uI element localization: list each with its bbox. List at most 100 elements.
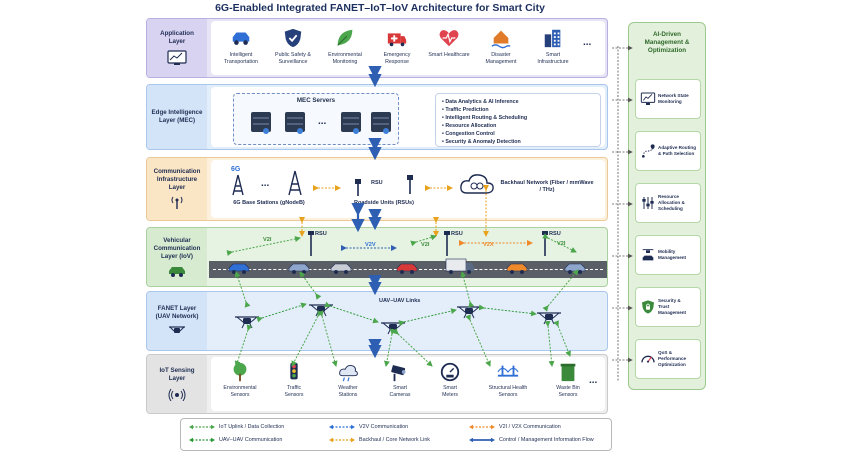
edge-layer-label: Edge Intelligence Layer (MEC) <box>147 85 207 149</box>
iot-uplink <box>465 314 491 367</box>
application-layer-label: Application Layer <box>147 19 207 77</box>
uav-vehicle-link <box>542 269 579 312</box>
mec-servers-title: MEC Servers <box>296 97 336 104</box>
rsu-label: RSU <box>315 231 327 237</box>
iot-item-label: Smart Meters <box>442 385 458 398</box>
uav-uav-link <box>398 308 457 327</box>
legend-swatch <box>469 424 495 430</box>
app-item: Public Safety & Surveillance <box>265 27 321 65</box>
car-icon <box>232 32 250 45</box>
management-card: Security & Trust Management <box>635 287 701 327</box>
management-card-label: Resource Allocation & Scheduling <box>658 194 685 211</box>
legend-label: V2I / V2X Communication <box>499 424 561 430</box>
iot-item-label: Structural Health Sensors <box>488 385 528 398</box>
vehicle-icon <box>396 263 418 274</box>
vehicle-icon <box>506 263 528 274</box>
backhaul-label: Backhaul Network (Fiber / mmWave / THz) <box>500 180 594 193</box>
uav-vehicle-link <box>460 271 475 308</box>
rsu-label: RSU <box>371 180 383 186</box>
app-item-label: Disaster Management <box>485 52 517 65</box>
edge-layer: Edge Intelligence Layer (MEC) MEC Server… <box>146 84 608 150</box>
lock-shield-icon <box>642 300 654 314</box>
uav-vehicle-link <box>299 271 322 300</box>
iot-ellipsis: ... <box>589 375 598 386</box>
app-item: Emergency Response <box>369 27 425 65</box>
vehicle-icon <box>288 263 310 274</box>
legend-swatch <box>189 424 215 430</box>
legend-label: Backhaul / Core Network Link <box>359 437 431 443</box>
iot-uplink <box>317 310 338 367</box>
shield-icon <box>284 28 302 48</box>
mec-function-item: • Traffic Prediction <box>442 107 489 113</box>
legend-label: V2V Communication <box>359 424 409 430</box>
legend-item: UAV–UAV Communication <box>189 437 282 443</box>
iot-item: Smart Meters <box>423 361 477 398</box>
iot-uplink <box>553 320 571 357</box>
management-card: QoS & Performance Optimization <box>635 339 701 379</box>
management-card: Network State Monitoring <box>635 79 701 119</box>
app-ellipsis: ... <box>583 37 592 48</box>
management-card-label: Security & Trust Management <box>658 298 687 315</box>
legend-item: IoT Uplink / Data Collection <box>189 424 284 430</box>
sliders-icon <box>642 197 654 209</box>
bin-icon <box>560 363 576 382</box>
legend-item: Control / Management Information Flow <box>469 437 594 443</box>
weather-icon <box>339 364 358 382</box>
rsu-pole-icon <box>444 231 450 256</box>
management-card-label: QoS & Performance Optimization <box>658 350 687 367</box>
server-icon <box>371 112 391 134</box>
tag-6g: 6G <box>231 166 241 173</box>
server-icon <box>251 112 271 134</box>
rsu-label: RSU <box>451 231 463 237</box>
mec-ellipsis: ... <box>318 116 327 127</box>
iot-uplink <box>234 324 253 367</box>
signal-icon <box>168 388 186 401</box>
iot-item: Traffic Sensors <box>267 361 321 398</box>
uav-uav-link <box>478 304 537 317</box>
communication-layer-label: Communication Infrastructure Layer <box>147 158 207 220</box>
car-icon <box>169 266 185 277</box>
vehicle-icon <box>330 263 352 274</box>
legend-swatch <box>329 424 355 430</box>
iot-item-label: Traffic Sensors <box>284 385 304 398</box>
iot-uplink <box>383 328 396 367</box>
diagram-title: 6G-Enabled Integrated FANET–IoT–IoV Arch… <box>215 2 545 14</box>
application-layer-body: Intelligent Transportation Public Safety … <box>211 21 605 75</box>
legend-item: V2V Communication <box>329 424 408 430</box>
mec-servers-group: MEC Servers ... <box>233 93 399 145</box>
v2i-link <box>226 236 301 256</box>
mec-function-item: • Intelligent Routing & Scheduling <box>442 115 528 121</box>
legend-swatch <box>329 437 355 443</box>
iot-item: Waste Bin Sensors <box>541 361 595 398</box>
legend-label: UAV–UAV Communication <box>219 437 283 443</box>
ai-management-title: AI-Driven Management & Optimization <box>644 31 690 55</box>
legend-swatch <box>189 437 215 443</box>
iot-layer-label: IoT Sensing Layer <box>147 355 207 413</box>
management-card-label: Adaptive Routing & Path Selection <box>658 145 697 156</box>
app-item: Smart Infrastructure <box>525 27 581 65</box>
mec-function-item: • Data Analytics & AI Inference <box>442 99 519 105</box>
fanet-layer-label: FANET Layer (UAV Network) <box>147 292 207 350</box>
traffic-light-icon <box>290 362 298 380</box>
meter-icon <box>440 362 460 382</box>
app-item-label: Public Safety & Surveillance <box>275 52 311 65</box>
legend-item: Backhaul / Core Network Link <box>329 437 430 443</box>
management-card: Resource Allocation & Scheduling <box>635 183 701 223</box>
uav-drone-icon <box>537 312 561 325</box>
iot-uplink <box>392 328 433 367</box>
leaf-icon <box>337 29 353 46</box>
tower-icon <box>288 170 302 196</box>
route-icon <box>642 144 655 158</box>
dashboard-icon <box>167 50 187 65</box>
v2i-link <box>410 234 437 247</box>
iot-item: Weather Stations <box>321 361 375 398</box>
app-item-label: Intelligent Transportation <box>224 52 258 65</box>
server-icon <box>285 112 305 134</box>
v2i-link <box>542 233 577 253</box>
app-item-label: Smart Healthcare <box>428 52 470 58</box>
management-card-label: Mobility Management <box>658 249 687 260</box>
vehicular-layer-label: Vehicular Communication Layer (IoV) <box>147 228 207 286</box>
communication-layer-title: Communication Infrastructure Layer <box>153 168 201 191</box>
uav-uav-link <box>256 302 307 323</box>
